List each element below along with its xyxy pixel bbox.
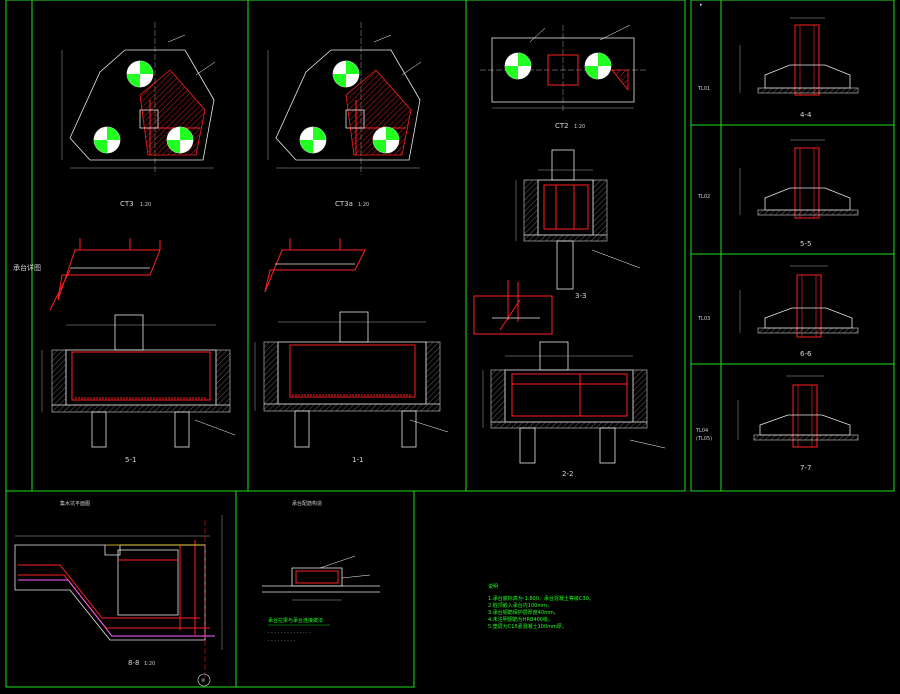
section-label-1-1: 1-1 [352, 456, 363, 464]
connection-caption: 承台拉梁与承台连接做法 [268, 617, 323, 624]
section-1-1: 1-1 [254, 311, 449, 464]
svg-text:· · · · · · · · · · · · · ·: · · · · · · · · · · · · · · [268, 630, 311, 636]
beam-section-4-4: ▸ TL01 4-4 [697, 2, 859, 119]
beam-section-7-7: TL04 (TL05) 7-7 [695, 375, 859, 472]
section-label-2-2: 2-2 [562, 470, 573, 478]
svg-text:▸: ▸ [700, 2, 703, 8]
bottom-left-title: 集水坑平面图 [60, 500, 90, 507]
rebar-sketch-1 [49, 238, 161, 311]
left-margin-label: 承台详图 [13, 263, 41, 272]
svg-text:· · · · · · · · ·: · · · · · · · · · [268, 638, 295, 644]
plan-triangle-cap-2: CT3a 1:20 [267, 22, 422, 208]
section-label-3-3: 3-3 [575, 292, 586, 300]
axis-tag-circle: ⑧ [201, 678, 206, 684]
rebar-sketch-3 [473, 280, 553, 335]
general-notes: 说明 1.承台底标高为-1.800，承台混凝土等级C30。 2.桩顶嵌入承台内1… [488, 583, 594, 630]
section-label-7-7: 7-7 [800, 464, 811, 472]
plan-triangle-cap-1: CT3 1:20 [61, 22, 216, 208]
drawing-frames [5, 0, 895, 688]
bottom-mid-title: 承台配筋构造 [292, 500, 322, 507]
notes-title: 说明 [488, 583, 498, 590]
section-label-5-5: 5-5 [800, 240, 811, 248]
note-line: 4.未注明钢筋为HRB400级。 [488, 616, 553, 623]
note-line: 2.桩顶嵌入承台内100mm。 [488, 602, 552, 609]
beam-section-5-5: TL02 5-5 [697, 139, 859, 248]
section-5-1: 5-1 [41, 314, 236, 464]
note-line: 5.垫层为C15素混凝土100mm厚。 [488, 623, 567, 630]
section-label-5-1: 5-1 [125, 456, 136, 464]
section-label-4-4: 4-4 [800, 111, 812, 119]
section-8-8-sump: 集水坑平面图 8-8 1:20 ⑧ [14, 500, 223, 687]
section-3-3: 3-3 [515, 149, 641, 300]
svg-text:1:20: 1:20 [140, 202, 151, 208]
beam-section-6-6: TL03 6-6 [697, 265, 859, 358]
note-line: 3.承台钢筋保护层厚度40mm。 [488, 609, 559, 616]
svg-text:1:20: 1:20 [358, 202, 369, 208]
rebar-sketch-2 [264, 238, 366, 293]
cap-connection-detail: 承台配筋构造 承台拉梁与承台连接做法 · · · · · · · · · · ·… [262, 500, 380, 644]
svg-text:1:20: 1:20 [574, 124, 585, 130]
plan-label-ct3: CT3 [120, 200, 134, 208]
section-2-2: 2-2 [482, 341, 666, 478]
beam-label-tl03: TL03 [697, 316, 710, 322]
section-label-6-6: 6-6 [800, 350, 812, 358]
svg-text:(TL05): (TL05) [696, 436, 712, 442]
plan-label-ct2: CT2 [555, 122, 569, 130]
section-label-8-8: 8-8 [128, 659, 139, 667]
svg-text:1:20: 1:20 [144, 661, 155, 667]
plan-rect-cap-ct2: CT2 1:20 [480, 24, 648, 130]
beam-label-tl04: TL04 [695, 428, 708, 434]
plan-label-ct3a: CT3a [335, 200, 353, 208]
beam-label-tl01: TL01 [697, 86, 710, 92]
beam-label-tl02: TL02 [697, 194, 710, 200]
note-line: 1.承台底标高为-1.800，承台混凝土等级C30。 [488, 595, 594, 602]
